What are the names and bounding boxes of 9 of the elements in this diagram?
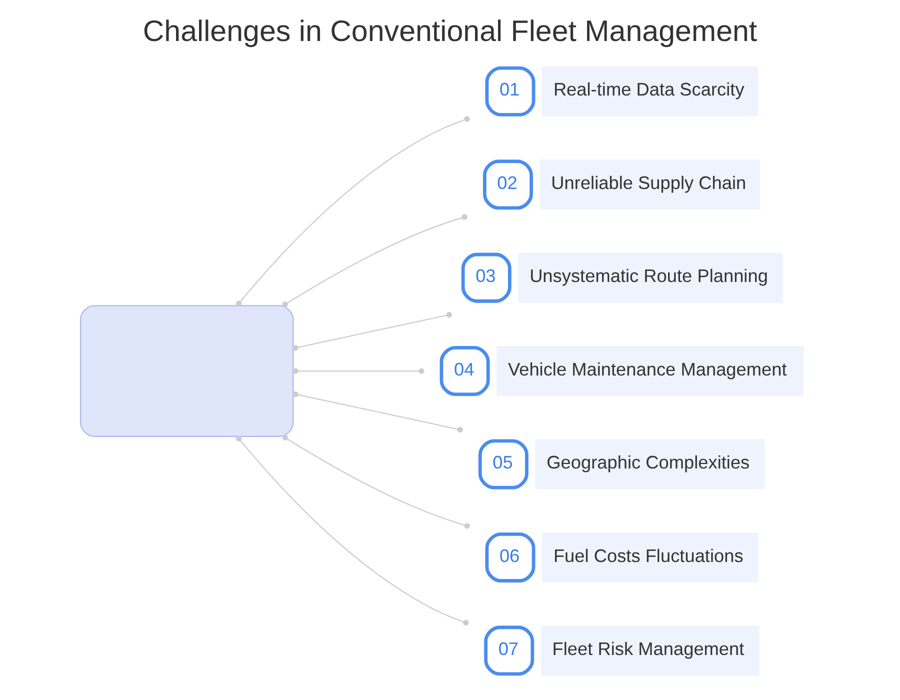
connector	[292, 391, 463, 432]
connector	[282, 434, 470, 529]
diagram-title: Challenges in Conventional Fleet Management	[142, 15, 758, 48]
connector	[292, 312, 452, 351]
connector	[282, 214, 468, 308]
connector	[292, 368, 424, 374]
connector	[236, 116, 470, 306]
connector	[236, 436, 469, 626]
node-box	[80, 305, 294, 437]
